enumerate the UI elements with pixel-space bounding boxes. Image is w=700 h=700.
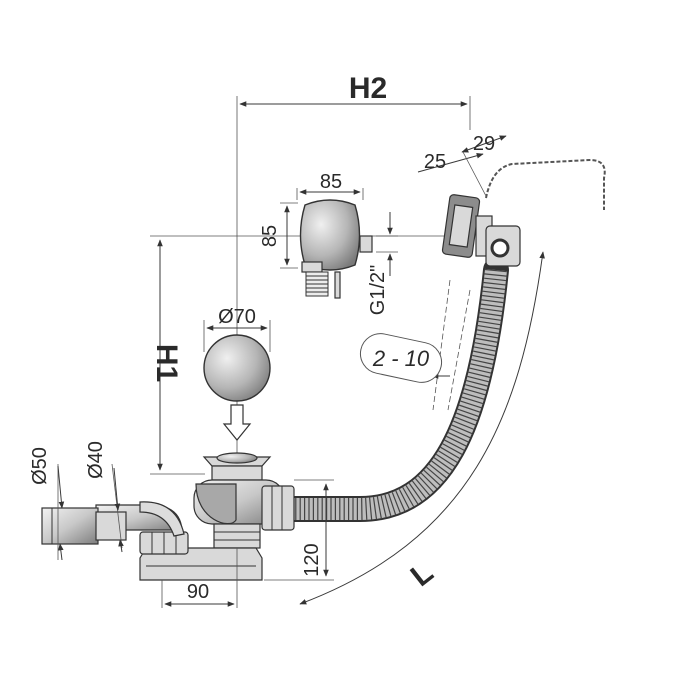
overflow-depth-dimensions: 29 25 bbox=[417, 133, 507, 197]
d85-top-label: 85 bbox=[320, 171, 342, 193]
thread-label: G1/2" bbox=[367, 265, 389, 315]
d50-label: Ø50 bbox=[29, 447, 51, 485]
waste-body bbox=[41, 452, 295, 581]
overflow-head bbox=[441, 158, 606, 267]
h2-label: H2 bbox=[349, 72, 387, 105]
wall-range: 2 - 10 bbox=[359, 279, 471, 411]
flexible-hose bbox=[247, 257, 509, 522]
range-label: 2 - 10 bbox=[372, 346, 430, 371]
d25-label: 25 bbox=[424, 151, 446, 173]
control-knob: 85 85 bbox=[259, 171, 373, 299]
d70-label: Ø70 bbox=[218, 306, 256, 328]
width-90-dimension: 90 bbox=[161, 548, 238, 608]
thread-dimension: G1/2" bbox=[367, 212, 398, 315]
d29-label: 29 bbox=[473, 133, 495, 155]
outlet-diameters: Ø50 Ø40 bbox=[29, 441, 124, 561]
l-label: L bbox=[405, 556, 440, 593]
h2-dimension: H2 bbox=[236, 72, 471, 470]
d40-label: Ø40 bbox=[85, 441, 107, 479]
d120-label: 120 bbox=[301, 543, 323, 576]
h1-label: H1 bbox=[150, 344, 183, 382]
h1-dimension: H1 bbox=[150, 235, 445, 475]
height-120-dimension: 120 bbox=[264, 479, 334, 581]
l-dimension: L bbox=[299, 251, 545, 605]
plug-disc: Ø70 bbox=[203, 306, 271, 441]
d90-label: 90 bbox=[187, 581, 209, 603]
d85-side-label: 85 bbox=[259, 225, 281, 247]
